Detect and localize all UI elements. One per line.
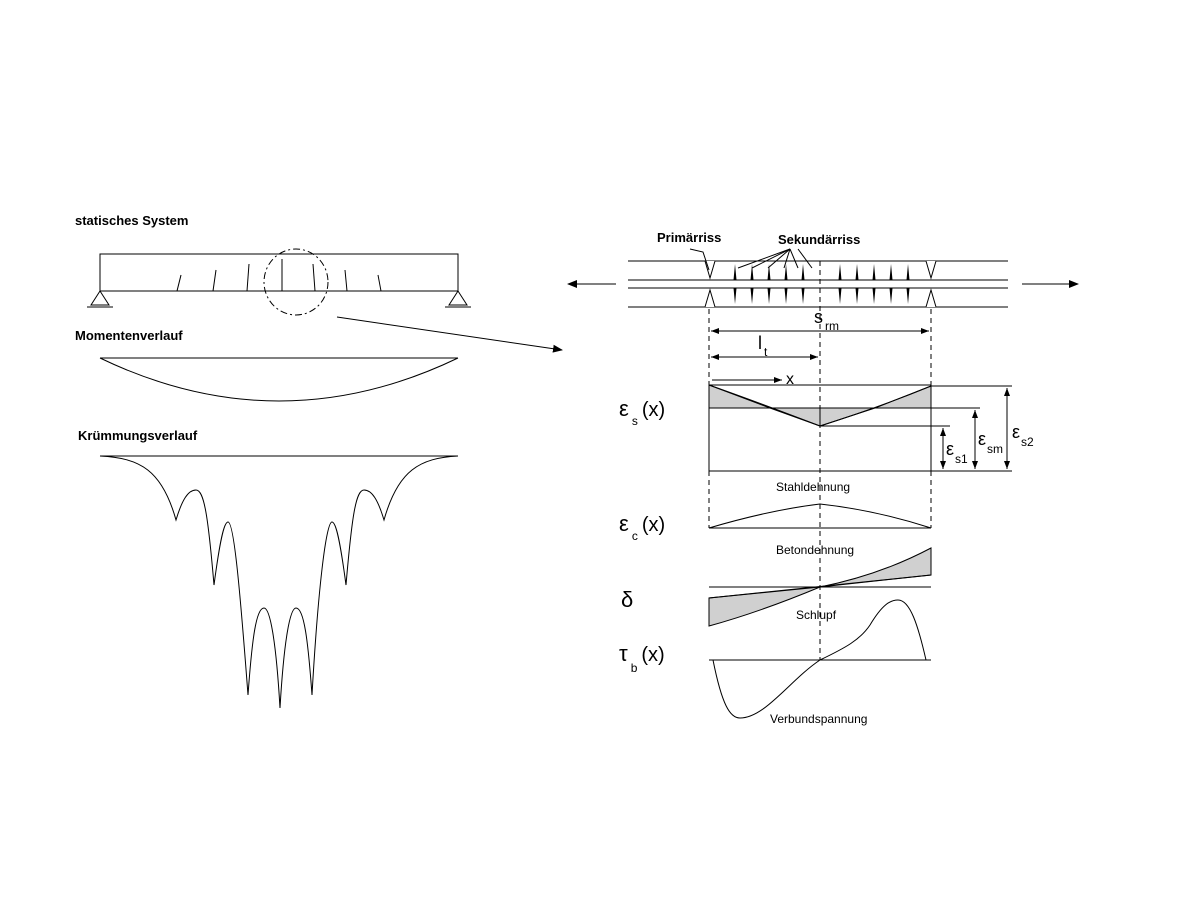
beam-system <box>87 248 563 353</box>
label-slip: Schlupf <box>796 608 837 622</box>
secondary-crack <box>784 288 788 304</box>
label-curvature: Krümmungsverlauf <box>78 428 198 443</box>
support-left <box>90 290 110 306</box>
secondary-crack <box>750 288 754 304</box>
beam-crack <box>246 263 250 292</box>
secondary-crack-leader <box>737 248 791 269</box>
label-tau-b: τb(x) <box>619 641 665 675</box>
secondary-crack <box>784 264 788 280</box>
beam-crack <box>312 263 316 292</box>
detail-circle <box>263 248 329 316</box>
label-secondary-crack: Sekundärriss <box>778 232 861 247</box>
label-concrete-strain: Betondehnung <box>776 543 855 557</box>
beam-crack <box>176 274 182 292</box>
secondary-crack <box>855 264 859 280</box>
primary-crack <box>925 260 937 280</box>
secondary-crack <box>889 264 893 280</box>
tension-member <box>567 248 1079 308</box>
secondary-crack <box>872 288 876 304</box>
moment-diagram <box>99 357 459 402</box>
primary-crack <box>925 288 937 308</box>
secondary-crack <box>889 288 893 304</box>
secondary-crack-leader <box>797 248 813 269</box>
secondary-crack <box>733 288 737 304</box>
beam <box>99 253 459 292</box>
secondary-crack-leader <box>789 248 799 269</box>
secondary-crack-leader <box>767 248 791 269</box>
primary-crack-leader <box>689 248 710 271</box>
label-bond-stress: Verbundspannung <box>770 712 868 726</box>
secondary-crack <box>750 264 754 280</box>
concrete-strain-diagram <box>708 503 932 529</box>
beam-crack <box>377 274 382 292</box>
steel-strain-diagram <box>708 384 1012 472</box>
label-delta: δ <box>621 587 634 612</box>
secondary-crack <box>767 264 771 280</box>
secondary-crack <box>801 264 805 280</box>
secondary-cracks <box>733 264 910 304</box>
label-eps-s1: εs1 <box>946 439 968 466</box>
secondary-crack-leader <box>751 248 791 269</box>
secondary-crack <box>906 288 910 304</box>
label-primary-crack: Primärriss <box>657 230 722 245</box>
secondary-crack <box>855 288 859 304</box>
support-right <box>448 290 468 306</box>
secondary-crack <box>733 264 737 280</box>
slip-diagram <box>708 547 932 627</box>
beam-crack <box>344 269 348 292</box>
secondary-crack <box>838 288 842 304</box>
label-eps-sm: εsm <box>978 429 1004 456</box>
secondary-crack <box>767 288 771 304</box>
label-moment: Momentenverlauf <box>75 328 183 343</box>
secondary-crack <box>801 288 805 304</box>
label-steel-strain: Stahldehnung <box>776 480 851 494</box>
secondary-crack <box>872 264 876 280</box>
beam-crack <box>212 269 217 292</box>
secondary-crack-leader <box>783 248 791 269</box>
bond-stress-diagram <box>709 599 931 719</box>
label-static-system: statisches System <box>75 213 189 228</box>
label-x-axis: x <box>786 371 794 388</box>
label-eps-s2: εs2 <box>1012 422 1034 449</box>
secondary-crack <box>838 264 842 280</box>
secondary-crack <box>906 264 910 280</box>
primary-crack <box>704 288 716 308</box>
detail-leader <box>336 316 563 353</box>
curvature-diagram <box>99 455 459 709</box>
